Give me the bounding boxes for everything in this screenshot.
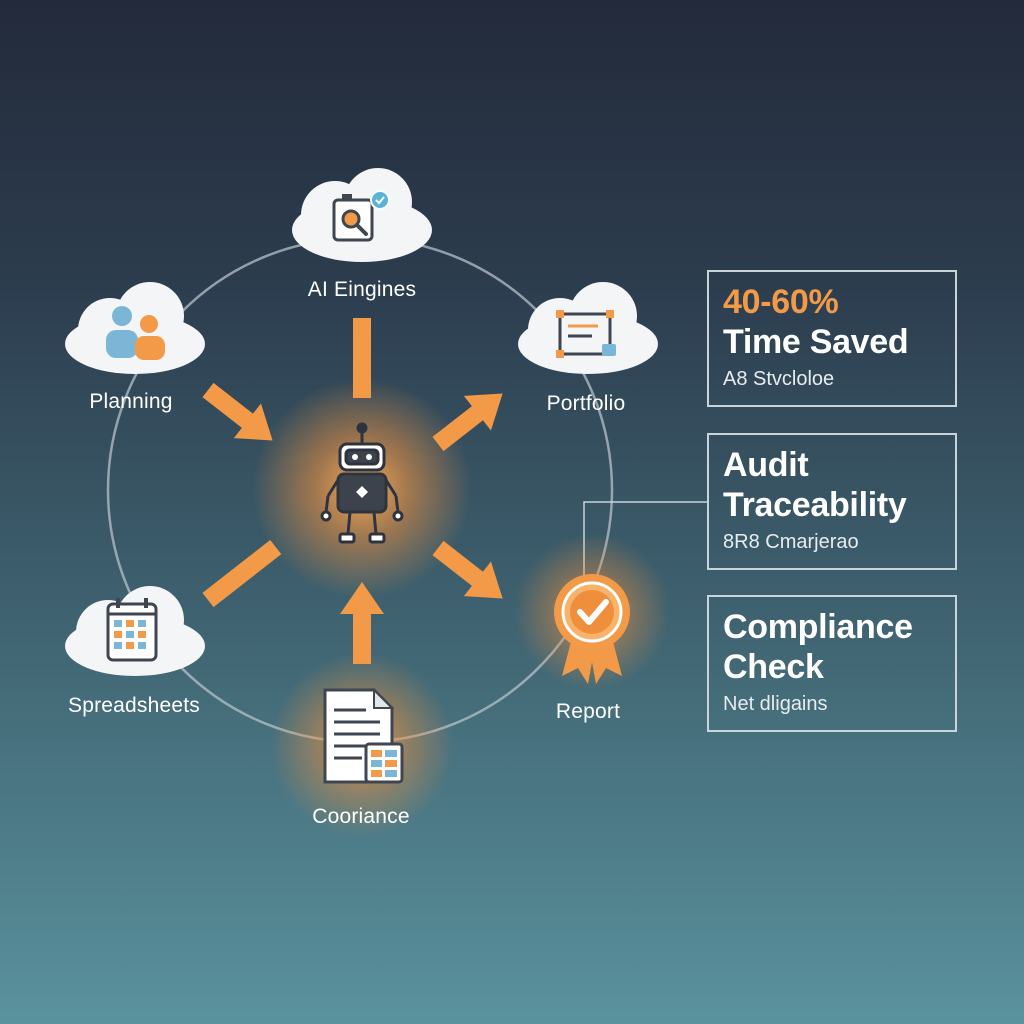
report-label: Report [555, 700, 621, 723]
audit-subtitle: 8R8 Cmarjerao [723, 531, 859, 553]
audit-title-line1: Audit [723, 446, 809, 484]
portfolio-cloud [518, 282, 658, 374]
ai-engines-label: AI Eingines [307, 278, 417, 301]
spreadsheets-cloud [65, 586, 205, 676]
time-saved-percent: 40-60% [723, 283, 839, 321]
compliance-title-line2: Check [723, 648, 824, 686]
compliance-check-box: Compliance Check Net dligains [707, 595, 957, 732]
audit-traceability-box: Audit Traceability 8R8 Cmarjerao [707, 433, 957, 570]
workflow-icon [556, 310, 616, 358]
planning-cloud [65, 282, 205, 374]
audit-title-line2: Traceability [723, 486, 907, 524]
people-icon [106, 306, 165, 360]
spreadsheets-label: Spreadsheets [68, 694, 200, 717]
time-saved-title: Time Saved [723, 323, 909, 361]
document-spreadsheet-icon [323, 687, 404, 784]
search-engine-icon [332, 190, 390, 242]
time-saved-subtitle: A8 Stvcloloe [723, 368, 835, 390]
arrow-ai-to-center [353, 318, 371, 398]
compliance-subtitle: Net dligains [723, 693, 828, 715]
arrow-spreadsheets-to-center [202, 539, 282, 608]
calendar-grid-icon [106, 598, 158, 662]
compliance-label: Cooriance [312, 805, 410, 828]
portfolio-label: Portfolio [546, 392, 626, 415]
time-saved-box: 40-60% Time Saved A8 Stvcloloe [707, 270, 957, 407]
compliance-title-line1: Compliance [723, 608, 913, 646]
planning-label: Planning [89, 390, 173, 413]
robot-icon [320, 422, 404, 544]
ai-engines-cloud [292, 168, 432, 262]
award-badge-icon [554, 574, 630, 684]
